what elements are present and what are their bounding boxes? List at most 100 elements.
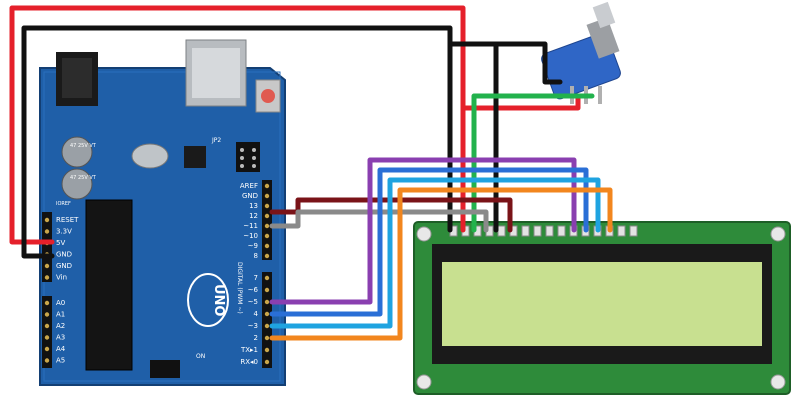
pin-label: 4 (254, 310, 259, 318)
pin-label: GND (242, 192, 258, 200)
uno-logo: UNO (187, 273, 229, 327)
pin-label: 8 (254, 252, 258, 260)
digital-top-pin-labels: AREF GND 13 12 ~11 ~10 ~9 8 (240, 182, 270, 260)
header-pin (44, 275, 50, 280)
wire-purple-pin5 (269, 157, 577, 305)
usb-port (185, 39, 247, 107)
pin-label: A2 (56, 322, 65, 330)
pin-label: ~10 (243, 232, 258, 240)
pin-label: A4 (56, 345, 66, 353)
header-pin (264, 253, 270, 259)
icsp-header (236, 142, 260, 172)
pin-label: 3.3V (56, 228, 72, 236)
header-pin (44, 312, 50, 317)
lcd-screen (442, 262, 762, 346)
pin-label: ~5 (248, 298, 258, 306)
wire-black-pot (447, 41, 563, 85)
power-header-label: POWER (31, 234, 38, 256)
header-pin (44, 323, 50, 329)
pin-label: A1 (56, 311, 65, 319)
header-pin (264, 311, 270, 317)
digital-header-bottom (262, 272, 272, 368)
pin-label: 13 (249, 202, 258, 210)
wire-green-contrast (471, 93, 595, 233)
header-pin (264, 275, 270, 281)
capacitor-1: 47 25V VT (61, 136, 97, 168)
pin-label: 2 (254, 334, 258, 342)
pin-label: A0 (56, 299, 65, 307)
header-pin (264, 213, 270, 219)
wire-black-gnd (21, 25, 453, 259)
pin-label: RX◂0 (240, 358, 258, 366)
power-header (42, 212, 52, 282)
header-pin (44, 263, 50, 269)
header-pin (264, 203, 270, 209)
header-pin (44, 217, 50, 223)
lcd-pin (617, 225, 626, 237)
pin-label: AREF (240, 182, 258, 190)
header-pin (264, 359, 270, 365)
header-pin (264, 299, 270, 305)
header-pin (264, 287, 270, 293)
digital-bottom-pin-labels: 7 ~6 ~5 4 ~3 2TX▸1RX◂0 (240, 274, 270, 366)
header-pin (264, 193, 270, 199)
wires (9, 5, 613, 341)
potentiometer (541, 1, 621, 104)
pin-label: ~11 (243, 222, 258, 230)
pin-label: ~6 (248, 286, 259, 294)
header-pin (44, 346, 50, 352)
usb-chip (184, 146, 206, 168)
wire-gray-pin11 (269, 209, 489, 233)
wire-orange-pin2 (269, 187, 613, 341)
arduino-uno-board: 47 25V VT 47 25V VT JP2 UNO (31, 39, 286, 386)
jp2-label: JP2 (211, 137, 221, 144)
digital-header-top (262, 180, 272, 260)
pin-label: A5 (56, 357, 65, 365)
pin-label: GND (56, 251, 72, 259)
lcd-pin (557, 225, 566, 237)
lcd-module (413, 221, 791, 395)
on-label: ON (196, 353, 205, 360)
header-pin (44, 229, 50, 234)
lcd-pin (629, 225, 638, 237)
digital-header-label: DIGITAL (PWM ~) (236, 262, 243, 314)
wire-cyan-pin3 (269, 177, 601, 329)
header-pin (264, 335, 270, 341)
header-pin (44, 358, 50, 363)
analog-header-label: ANALOG IN (31, 267, 38, 300)
pin-label: RESET (56, 216, 79, 224)
pin-label: 12 (249, 212, 258, 220)
pin-label: GND (56, 262, 72, 270)
wire-red-pot (460, 93, 581, 111)
pin-label: Vin (56, 274, 67, 282)
wire-darkred-pin12 (269, 197, 513, 233)
pin-label: A3 (56, 334, 65, 342)
header-pin (264, 243, 270, 249)
lcd-pin (533, 225, 542, 237)
capacitor-1-label: 47 25V VT (70, 143, 97, 149)
header-pin (264, 347, 270, 353)
analog-header (42, 296, 52, 368)
header-pin (44, 335, 50, 340)
pin-label: 7 (254, 274, 258, 282)
pin-label: 5V (56, 239, 65, 247)
pin-label: TX▸1 (240, 346, 258, 354)
header-pin (264, 183, 270, 189)
lcd-pin (545, 225, 554, 237)
header-pin (264, 223, 270, 229)
header-pin (264, 233, 270, 239)
atmega-chip (85, 199, 133, 371)
pin-label: ~9 (248, 242, 258, 250)
icsp-bottom-header (150, 360, 180, 378)
capacitor-2: 47 25V VT (61, 168, 97, 200)
header-pin (264, 323, 270, 329)
crystal (131, 143, 169, 169)
ioref-label: IOREF (56, 201, 71, 207)
capacitor-2-label: 47 25V VT (70, 175, 97, 181)
reset-button (255, 79, 281, 113)
uno-logo-text: UNO (211, 284, 226, 317)
pin-label: ~3 (248, 322, 258, 330)
